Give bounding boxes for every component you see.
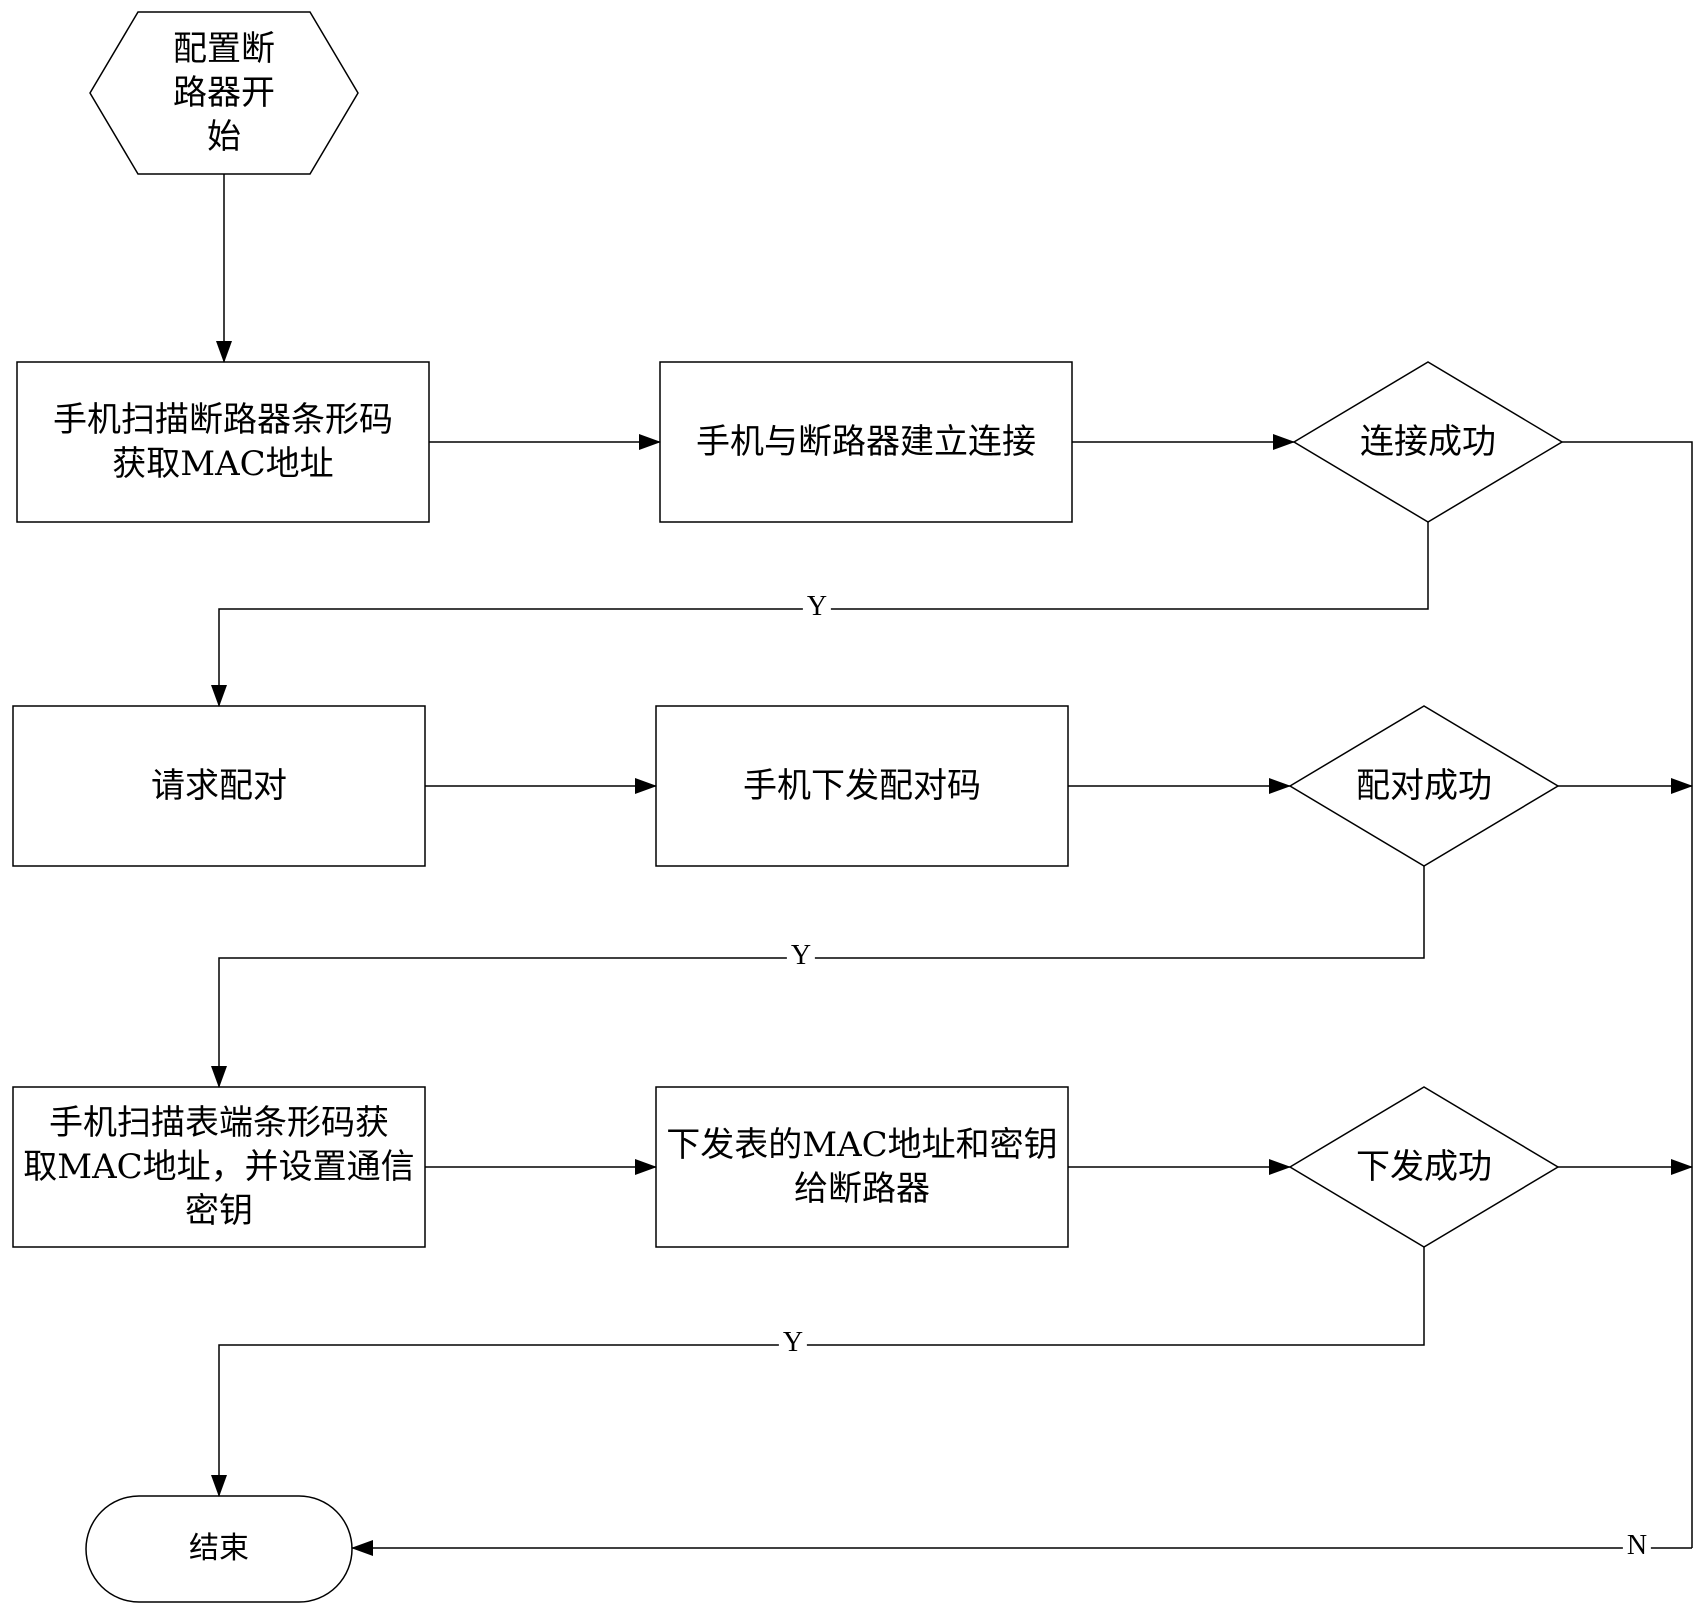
yes-label-connect: Y: [803, 591, 831, 623]
send-pair-code-label: 手机下发配对码: [656, 706, 1068, 866]
pair-decision-label: 配对成功: [1290, 706, 1558, 866]
end-label: 结束: [86, 1496, 352, 1602]
yes-label-pair: Y: [787, 940, 815, 972]
send-mac-key-label: 下发表的MAC地址和密钥 给断路器: [656, 1087, 1068, 1247]
arrow-send-yes-to-end: [219, 1247, 1424, 1496]
send-decision-label: 下发成功: [1290, 1087, 1558, 1247]
no-path-vertical: [1562, 442, 1692, 1548]
yes-label-send: Y: [779, 1327, 807, 1359]
connect-label: 手机与断路器建立连接: [660, 362, 1072, 522]
scan-meter-label: 手机扫描表端条形码获 取MAC地址，并设置通信 密钥: [13, 1087, 425, 1247]
scan-breaker-label: 手机扫描断路器条形码 获取MAC地址: [17, 362, 429, 522]
arrow-pair-yes-to-scan-meter: [219, 866, 1424, 1087]
start-label: 配置断 路器开 始: [138, 12, 310, 174]
no-label: N: [1623, 1530, 1651, 1562]
connect-decision-label: 连接成功: [1294, 362, 1562, 522]
request-pair-label: 请求配对: [13, 706, 425, 866]
